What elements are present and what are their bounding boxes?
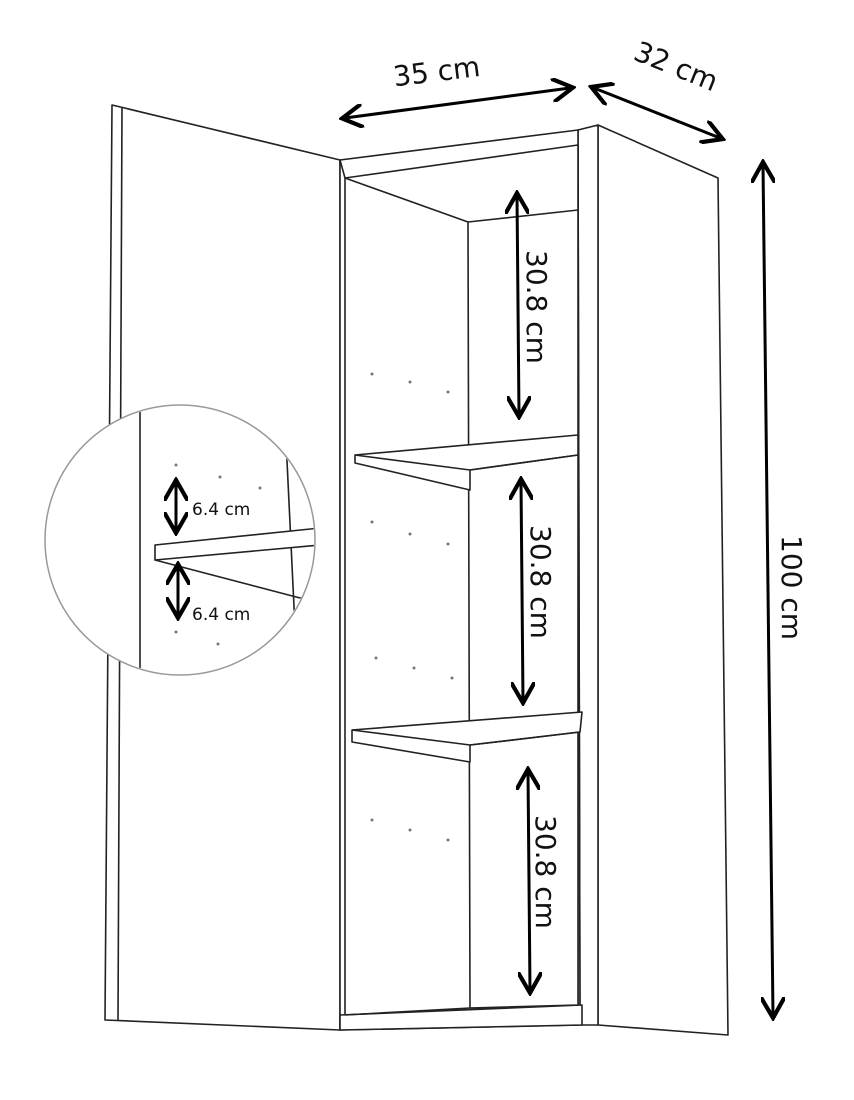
- side-panel: [577, 124, 729, 1036]
- shelf-gap-3-label: 30.8 cm: [529, 815, 562, 929]
- peg-holes: [370, 372, 454, 842]
- shelf-gap-arrow: [517, 196, 519, 414]
- height-label: 100 cm: [775, 535, 808, 640]
- shelf: [354, 434, 579, 491]
- shelf: [351, 711, 583, 763]
- hole-spacing-above-label: 6.4 cm: [192, 500, 250, 520]
- depth-label: 32 cm: [629, 35, 722, 98]
- shelf-gap-2-label: 30.8 cm: [524, 525, 557, 639]
- shelf-gap-arrow: [528, 772, 530, 990]
- width-label: 35 cm: [391, 50, 482, 93]
- width-arrow: [345, 88, 570, 118]
- hole-spacing-below-label: 6.4 cm: [192, 605, 250, 625]
- depth-arrow: [594, 88, 720, 138]
- shelf-gap-1-label: 30.8 cm: [520, 250, 553, 364]
- detail-inset: 6.4 cm 6.4 cm: [44, 404, 316, 676]
- height-arrow: [763, 165, 773, 1015]
- shelf-gap-arrow: [521, 482, 523, 700]
